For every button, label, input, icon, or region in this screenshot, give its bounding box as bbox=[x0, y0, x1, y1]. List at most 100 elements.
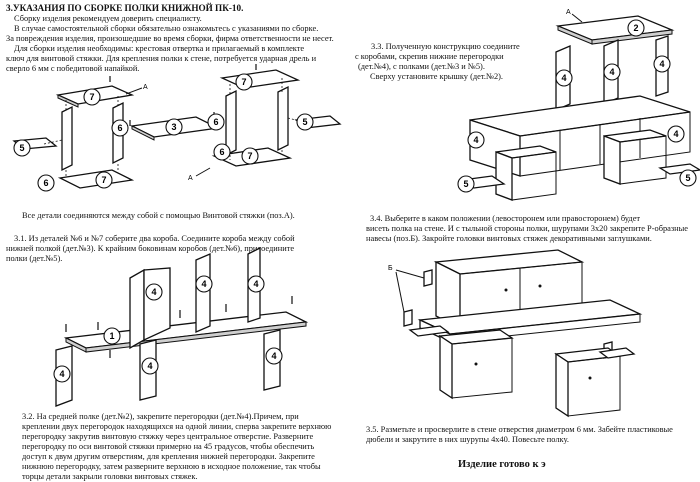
step-3-2-line-2: креплении двух перегородок находящихся н… bbox=[22, 422, 332, 431]
header-line-4: Для сборки изделия необходимы: крестовая… bbox=[14, 44, 305, 53]
svg-text:1: 1 bbox=[109, 331, 114, 341]
part-callout-7c: 7 bbox=[235, 73, 253, 91]
svg-text:3: 3 bbox=[171, 122, 176, 132]
step-3-3-line-2: с коробами, скрепив нижние перегородки bbox=[355, 52, 504, 61]
svg-text:5: 5 bbox=[685, 173, 690, 183]
step-3-1-line-1: 3.1. Из деталей №6 и №7 соберите два кор… bbox=[14, 234, 295, 243]
step-3-4-line-2: висеть полка на стене. И с тыльной сторо… bbox=[366, 224, 688, 233]
part-callout-7d: 7 bbox=[241, 147, 259, 165]
panel-6-left-side bbox=[61, 105, 73, 172]
assembled-side-shelf-left bbox=[408, 325, 450, 337]
part-callout-4d: 4 bbox=[53, 365, 71, 383]
svg-text:2: 2 bbox=[633, 23, 638, 33]
part-callout-1: 1 bbox=[103, 327, 121, 345]
svg-text:6: 6 bbox=[213, 117, 218, 127]
page-title: 3.УКАЗАНИЯ ПО СБОРКЕ ПОЛКИ КНИЖНОЙ ПК-10… bbox=[6, 3, 244, 13]
upper-unit-top bbox=[433, 249, 585, 275]
svg-text:4: 4 bbox=[473, 135, 478, 145]
svg-text:5: 5 bbox=[19, 143, 24, 153]
header-line-5: ключ для винтовой стяжки. Для крепления … bbox=[6, 54, 317, 63]
part-callout-7a: 7 bbox=[83, 88, 101, 106]
part-callout-5b: 5 bbox=[296, 113, 314, 131]
svg-text:6: 6 bbox=[43, 178, 48, 188]
part-callout-4g: 4 bbox=[555, 69, 573, 87]
side-shelf-5-right bbox=[658, 163, 700, 175]
pos-b-label: Б bbox=[388, 265, 393, 272]
step-3-4-line-3: навесы (поз.Б). Закройте головки винтовы… bbox=[366, 234, 652, 243]
svg-text:7: 7 bbox=[101, 175, 106, 185]
part-callout-6a: 6 bbox=[111, 119, 129, 137]
part-callout-2: 2 bbox=[627, 19, 645, 37]
part-callout-5a: 5 bbox=[13, 139, 31, 157]
svg-text:4: 4 bbox=[609, 67, 614, 77]
part-callout-5d: 5 bbox=[679, 169, 697, 187]
svg-text:6: 6 bbox=[219, 147, 224, 157]
part-callout-4a: 4 bbox=[145, 283, 163, 301]
step-3-1-line-3: полки (дет.№5). bbox=[6, 254, 63, 263]
header-line-2: В случае самостоятельной сборки обязател… bbox=[14, 24, 319, 33]
part-callout-4j: 4 bbox=[467, 131, 485, 149]
part-callout-6c: 6 bbox=[207, 113, 225, 131]
step-3-2-line-7: торцы детали закрыли головки винтовых ст… bbox=[22, 472, 198, 481]
step-3-2-line-5: доступ к двум другим отверстиям, для кре… bbox=[22, 452, 315, 461]
svg-text:4: 4 bbox=[561, 73, 566, 83]
pos-a-label-2: А bbox=[188, 175, 193, 182]
part-callout-4h: 4 bbox=[603, 63, 621, 81]
step-3-4-line-1: 3.4. Выберите в каком положении (левосто… bbox=[370, 214, 641, 223]
header-line-6: сверло 6 мм с победитовой напайкой. bbox=[6, 64, 140, 73]
hanger-b-2 bbox=[403, 309, 413, 327]
step-3-3-line-4: Сверху установите крышку (дет.№2). bbox=[370, 72, 504, 81]
svg-text:7: 7 bbox=[247, 151, 252, 161]
svg-text:7: 7 bbox=[89, 92, 94, 102]
svg-text:4: 4 bbox=[151, 287, 156, 297]
part-callout-5c: 5 bbox=[457, 175, 475, 193]
svg-text:4: 4 bbox=[59, 369, 64, 379]
pos-a-label-1: А bbox=[143, 84, 148, 91]
panel-6-right-inner bbox=[225, 89, 237, 157]
hanger-b-1 bbox=[423, 269, 433, 287]
part-callout-3: 3 bbox=[165, 118, 183, 136]
svg-text:4: 4 bbox=[271, 351, 276, 361]
svg-text:4: 4 bbox=[673, 129, 678, 139]
part-callout-4e: 4 bbox=[141, 357, 159, 375]
svg-text:4: 4 bbox=[147, 361, 152, 371]
pos-a-label-3: А bbox=[566, 9, 571, 16]
assembled-side-shelf-right bbox=[598, 347, 636, 359]
part-callout-4c: 4 bbox=[247, 275, 265, 293]
step-3-1-line-2: нижней полкой (дет.№3). К крайним бокови… bbox=[6, 244, 295, 253]
step-3-3-line-1: 3.3. Полученную конструкцию соедините bbox=[371, 42, 520, 51]
step-3-3-line-3: (дет.№4), с полками (дет.№3 и №5). bbox=[358, 62, 485, 71]
step-3-2-line-3: перегородку закрутив винтовую стяжку чер… bbox=[22, 432, 314, 441]
part-callout-7b: 7 bbox=[95, 171, 113, 189]
part-callout-4i: 4 bbox=[653, 55, 671, 73]
partition-4-top-b bbox=[195, 253, 211, 333]
part-callout-4k: 4 bbox=[667, 125, 685, 143]
step-3-2-line-1: 3.2. На средней полке (дет.№2), закрепит… bbox=[22, 412, 299, 421]
svg-text:6: 6 bbox=[117, 123, 122, 133]
part-callout-4b: 4 bbox=[195, 275, 213, 293]
final-message: Изделие готово к э bbox=[458, 459, 546, 470]
blurred-area bbox=[575, 452, 700, 482]
svg-text:4: 4 bbox=[659, 59, 664, 69]
header-line-1: Сборку изделия рекомендуем доверить спец… bbox=[14, 14, 202, 23]
step-3-2-line-6: нижнюю перегородку, затем разверните вер… bbox=[22, 462, 321, 471]
panel-6-right-side bbox=[277, 85, 289, 152]
svg-text:4: 4 bbox=[253, 279, 258, 289]
step-3-5-line-1: 3.5. Разметьте и просверлите в стене отв… bbox=[366, 425, 673, 434]
header-line-3: За повреждения изделия, произошедшие во … bbox=[6, 34, 334, 43]
svg-text:7: 7 bbox=[241, 77, 246, 87]
part-callout-6d: 6 bbox=[213, 143, 231, 161]
step-3-2-line-4: перегородку по оси винтовой стяжки приме… bbox=[22, 442, 315, 451]
part-callout-6b: 6 bbox=[37, 174, 55, 192]
svg-text:5: 5 bbox=[463, 179, 468, 189]
step-intro-text: Все детали соединяются между собой с пом… bbox=[22, 211, 295, 220]
svg-text:5: 5 bbox=[302, 117, 307, 127]
svg-text:4: 4 bbox=[201, 279, 206, 289]
part-callout-4f: 4 bbox=[265, 347, 283, 365]
step-3-5-line-2: дюбели и закрутите в них шурупы 4х40. По… bbox=[366, 435, 569, 444]
